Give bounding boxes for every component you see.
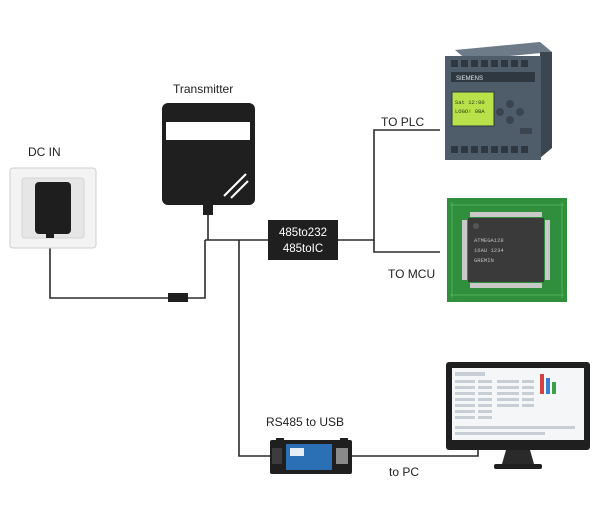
to-mcu-label: TO MCU: [388, 267, 435, 281]
to-pc-label: to PC: [389, 465, 419, 479]
rs485-usb-converter: [270, 438, 352, 474]
converter-line2: 485toIC: [283, 243, 323, 255]
mcu-chip-line3: GREMIN: [474, 257, 494, 264]
rs485-usb-label: RS485 to USB: [266, 415, 344, 429]
plc-screen: [451, 91, 495, 127]
mcu-board: ATMEGA128 16AU 1234 GREMIN: [447, 198, 567, 302]
plc-screen-line2: LOGO! 0BA: [455, 108, 485, 115]
mcu-chip: [468, 218, 544, 282]
power-cable-to-bus: [188, 240, 206, 299]
mcu-chip-line2: 16AU 1234: [474, 247, 504, 254]
transmitter-device: [162, 103, 255, 215]
plc-device: SIEMENS Sat 12:00 LOGO! 0BA: [445, 42, 552, 160]
converter-to-plc: [338, 129, 440, 241]
converter-line1: 485to232: [279, 227, 327, 239]
power-cable: [49, 232, 168, 299]
dc-in-socket: [9, 167, 97, 249]
to-plc-label: TO PLC: [381, 115, 424, 129]
transmitter-label: Transmitter: [173, 82, 233, 96]
transmitter-display: [166, 122, 250, 140]
cable-connector: [168, 293, 188, 302]
pc-monitor: [446, 362, 590, 469]
mcu-chip-line1: ATMEGA128: [474, 237, 504, 244]
power-adapter-icon: [35, 182, 71, 234]
converter-to-mcu: [373, 240, 440, 253]
wires: [49, 129, 479, 457]
plc-screen-line1: Sat 12:00: [455, 99, 485, 106]
plc-brand: SIEMENS: [456, 76, 483, 82]
converter-box: 485to232 485toIC: [268, 220, 338, 260]
dc-in-label: DC IN: [28, 145, 61, 159]
bus-to-usb: [238, 240, 274, 457]
